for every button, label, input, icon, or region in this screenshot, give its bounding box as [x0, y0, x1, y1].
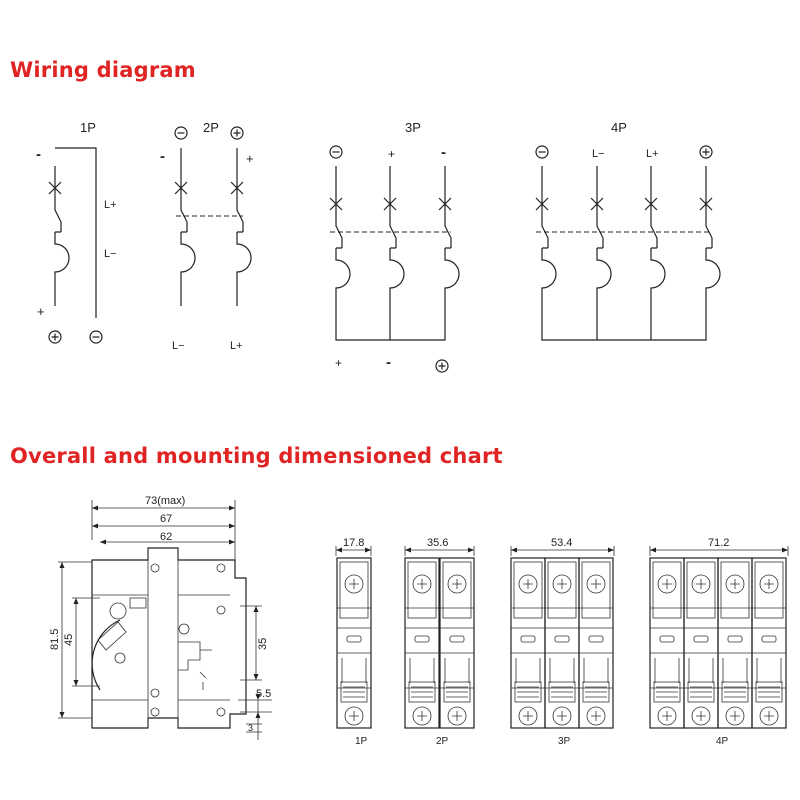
- minus-terminal-icon: [174, 126, 188, 140]
- wiring-3p: + - + -: [329, 144, 460, 373]
- wiring-2p: - + L− L+: [160, 126, 254, 352]
- front-view-3p: 53.4 3P: [510, 537, 615, 747]
- minus-terminal-icon: [89, 330, 103, 344]
- front-view-4p: 71.2 4P: [649, 537, 789, 747]
- wiring-1p-label: 1P: [80, 120, 96, 135]
- front-3p-width: 53.4: [551, 537, 572, 549]
- side-view: 73(max) 67 62 81.5 45 35 5.5 3: [49, 495, 272, 740]
- wiring-2p-label: 2P: [203, 120, 219, 135]
- wiring-3p-bottom-minus: -: [386, 354, 391, 371]
- dimension-chart-title: Overall and mounting dimensioned chart: [10, 444, 503, 468]
- dim-35: 35: [257, 638, 269, 650]
- dim-81-5: 81.5: [49, 629, 61, 650]
- wiring-3p-minus-sign: -: [441, 144, 446, 161]
- front-view-2p: 35.6 2P: [404, 537, 475, 747]
- dim-45: 45: [63, 634, 75, 646]
- wiring-1p-minus-sign: -: [36, 146, 41, 163]
- wiring-4p-label-lminus: L−: [592, 148, 605, 160]
- minus-terminal-icon: [535, 145, 549, 159]
- wiring-4p-label: 4P: [611, 120, 627, 135]
- wiring-1p-label-lplus: L+: [104, 199, 117, 211]
- plus-terminal-icon: [230, 126, 244, 140]
- svg-text:-: -: [160, 148, 165, 165]
- front-3p-label: 3P: [558, 736, 571, 747]
- minus-terminal-icon: [329, 145, 343, 159]
- wiring-3p-bottom-plus: +: [335, 356, 342, 370]
- front-4p-width: 71.2: [708, 537, 729, 549]
- wiring-2p-label-lminus: L−: [172, 340, 185, 352]
- wiring-3p-plus-sign: +: [388, 147, 395, 161]
- front-1p-width: 17.8: [343, 537, 364, 549]
- wiring-3p-label: 3P: [405, 120, 421, 135]
- wiring-1p-plus-sign: +: [37, 304, 45, 319]
- front-view-1p: 17.8 1P: [335, 537, 372, 747]
- dim-73max: 73(max): [145, 495, 185, 507]
- dim-67: 67: [160, 513, 172, 525]
- wiring-4p-label-lplus: L+: [646, 148, 659, 160]
- plus-terminal-icon: [435, 359, 449, 373]
- front-4p-label: 4P: [716, 736, 729, 747]
- wiring-2p-plus-sign: +: [246, 151, 254, 166]
- wiring-1p: - L+ L− +: [36, 146, 117, 344]
- front-1p-label: 1P: [355, 736, 368, 747]
- front-2p-label: 2P: [436, 736, 449, 747]
- dim-3: 3: [248, 723, 253, 733]
- dim-5-5: 5.5: [256, 688, 271, 700]
- wiring-2p-label-lplus: L+: [230, 340, 243, 352]
- plus-terminal-icon: [48, 330, 62, 344]
- front-2p-width: 35.6: [427, 537, 448, 549]
- dim-62: 62: [160, 531, 172, 543]
- wiring-4p: L− L+: [535, 145, 721, 341]
- plus-terminal-icon: [699, 145, 713, 159]
- wiring-1p-label-lminus: L−: [104, 248, 117, 260]
- wiring-diagram-title: Wiring diagram: [10, 58, 196, 82]
